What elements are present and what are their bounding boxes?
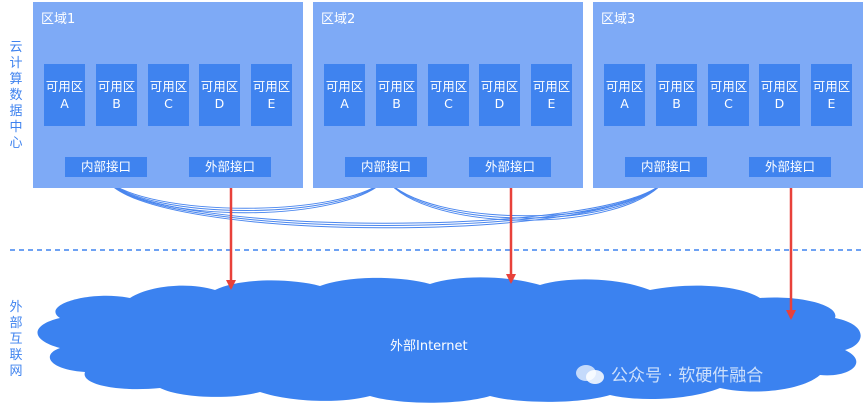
availability-zone-a[interactable]: 可用区A (44, 64, 85, 126)
availability-zone-a[interactable]: 可用区A (324, 64, 365, 126)
internet-cloud (37, 277, 861, 403)
availability-zone-b[interactable]: 可用区B (96, 64, 137, 126)
inter-region-link (105, 178, 667, 229)
internet-label: 外部Internet (390, 339, 468, 354)
inter-region-link (105, 178, 387, 209)
availability-zone-c[interactable]: 可用区C (148, 64, 189, 126)
region-title: 区域2 (321, 12, 356, 27)
inter-region-link (385, 178, 667, 221)
availability-zone-d[interactable]: 可用区D (479, 64, 520, 126)
availability-zone-e[interactable]: 可用区E (531, 64, 572, 126)
availability-zone-a[interactable]: 可用区A (604, 64, 645, 126)
external-interface[interactable]: 外部接口 (749, 157, 831, 177)
watermark: 公众号 · 软硬件融合 (575, 361, 763, 386)
availability-zone-c[interactable]: 可用区C (708, 64, 749, 126)
inter-region-link (105, 178, 667, 224)
internal-interface[interactable]: 内部接口 (65, 157, 147, 177)
internal-interface[interactable]: 内部接口 (625, 157, 707, 177)
cloud-datacenter-label: 云计算数据中心 (9, 40, 23, 151)
availability-zone-d[interactable]: 可用区D (759, 64, 800, 126)
internal-interface[interactable]: 内部接口 (345, 157, 427, 177)
availability-zone-c[interactable]: 可用区C (428, 64, 469, 126)
wechat-icon (575, 363, 605, 385)
inter-region-link (105, 178, 667, 226)
external-interface[interactable]: 外部接口 (469, 157, 551, 177)
region-title: 区域1 (41, 12, 76, 27)
availability-zone-d[interactable]: 可用区D (199, 64, 240, 126)
external-interface[interactable]: 外部接口 (189, 157, 271, 177)
region-title: 区域3 (601, 12, 636, 27)
availability-zone-b[interactable]: 可用区B (656, 64, 697, 126)
availability-zone-e[interactable]: 可用区E (251, 64, 292, 126)
inter-region-link (105, 178, 387, 211)
availability-zone-b[interactable]: 可用区B (376, 64, 417, 126)
external-internet-label: 外部互联网 (9, 300, 23, 379)
availability-zone-e[interactable]: 可用区E (811, 64, 852, 126)
